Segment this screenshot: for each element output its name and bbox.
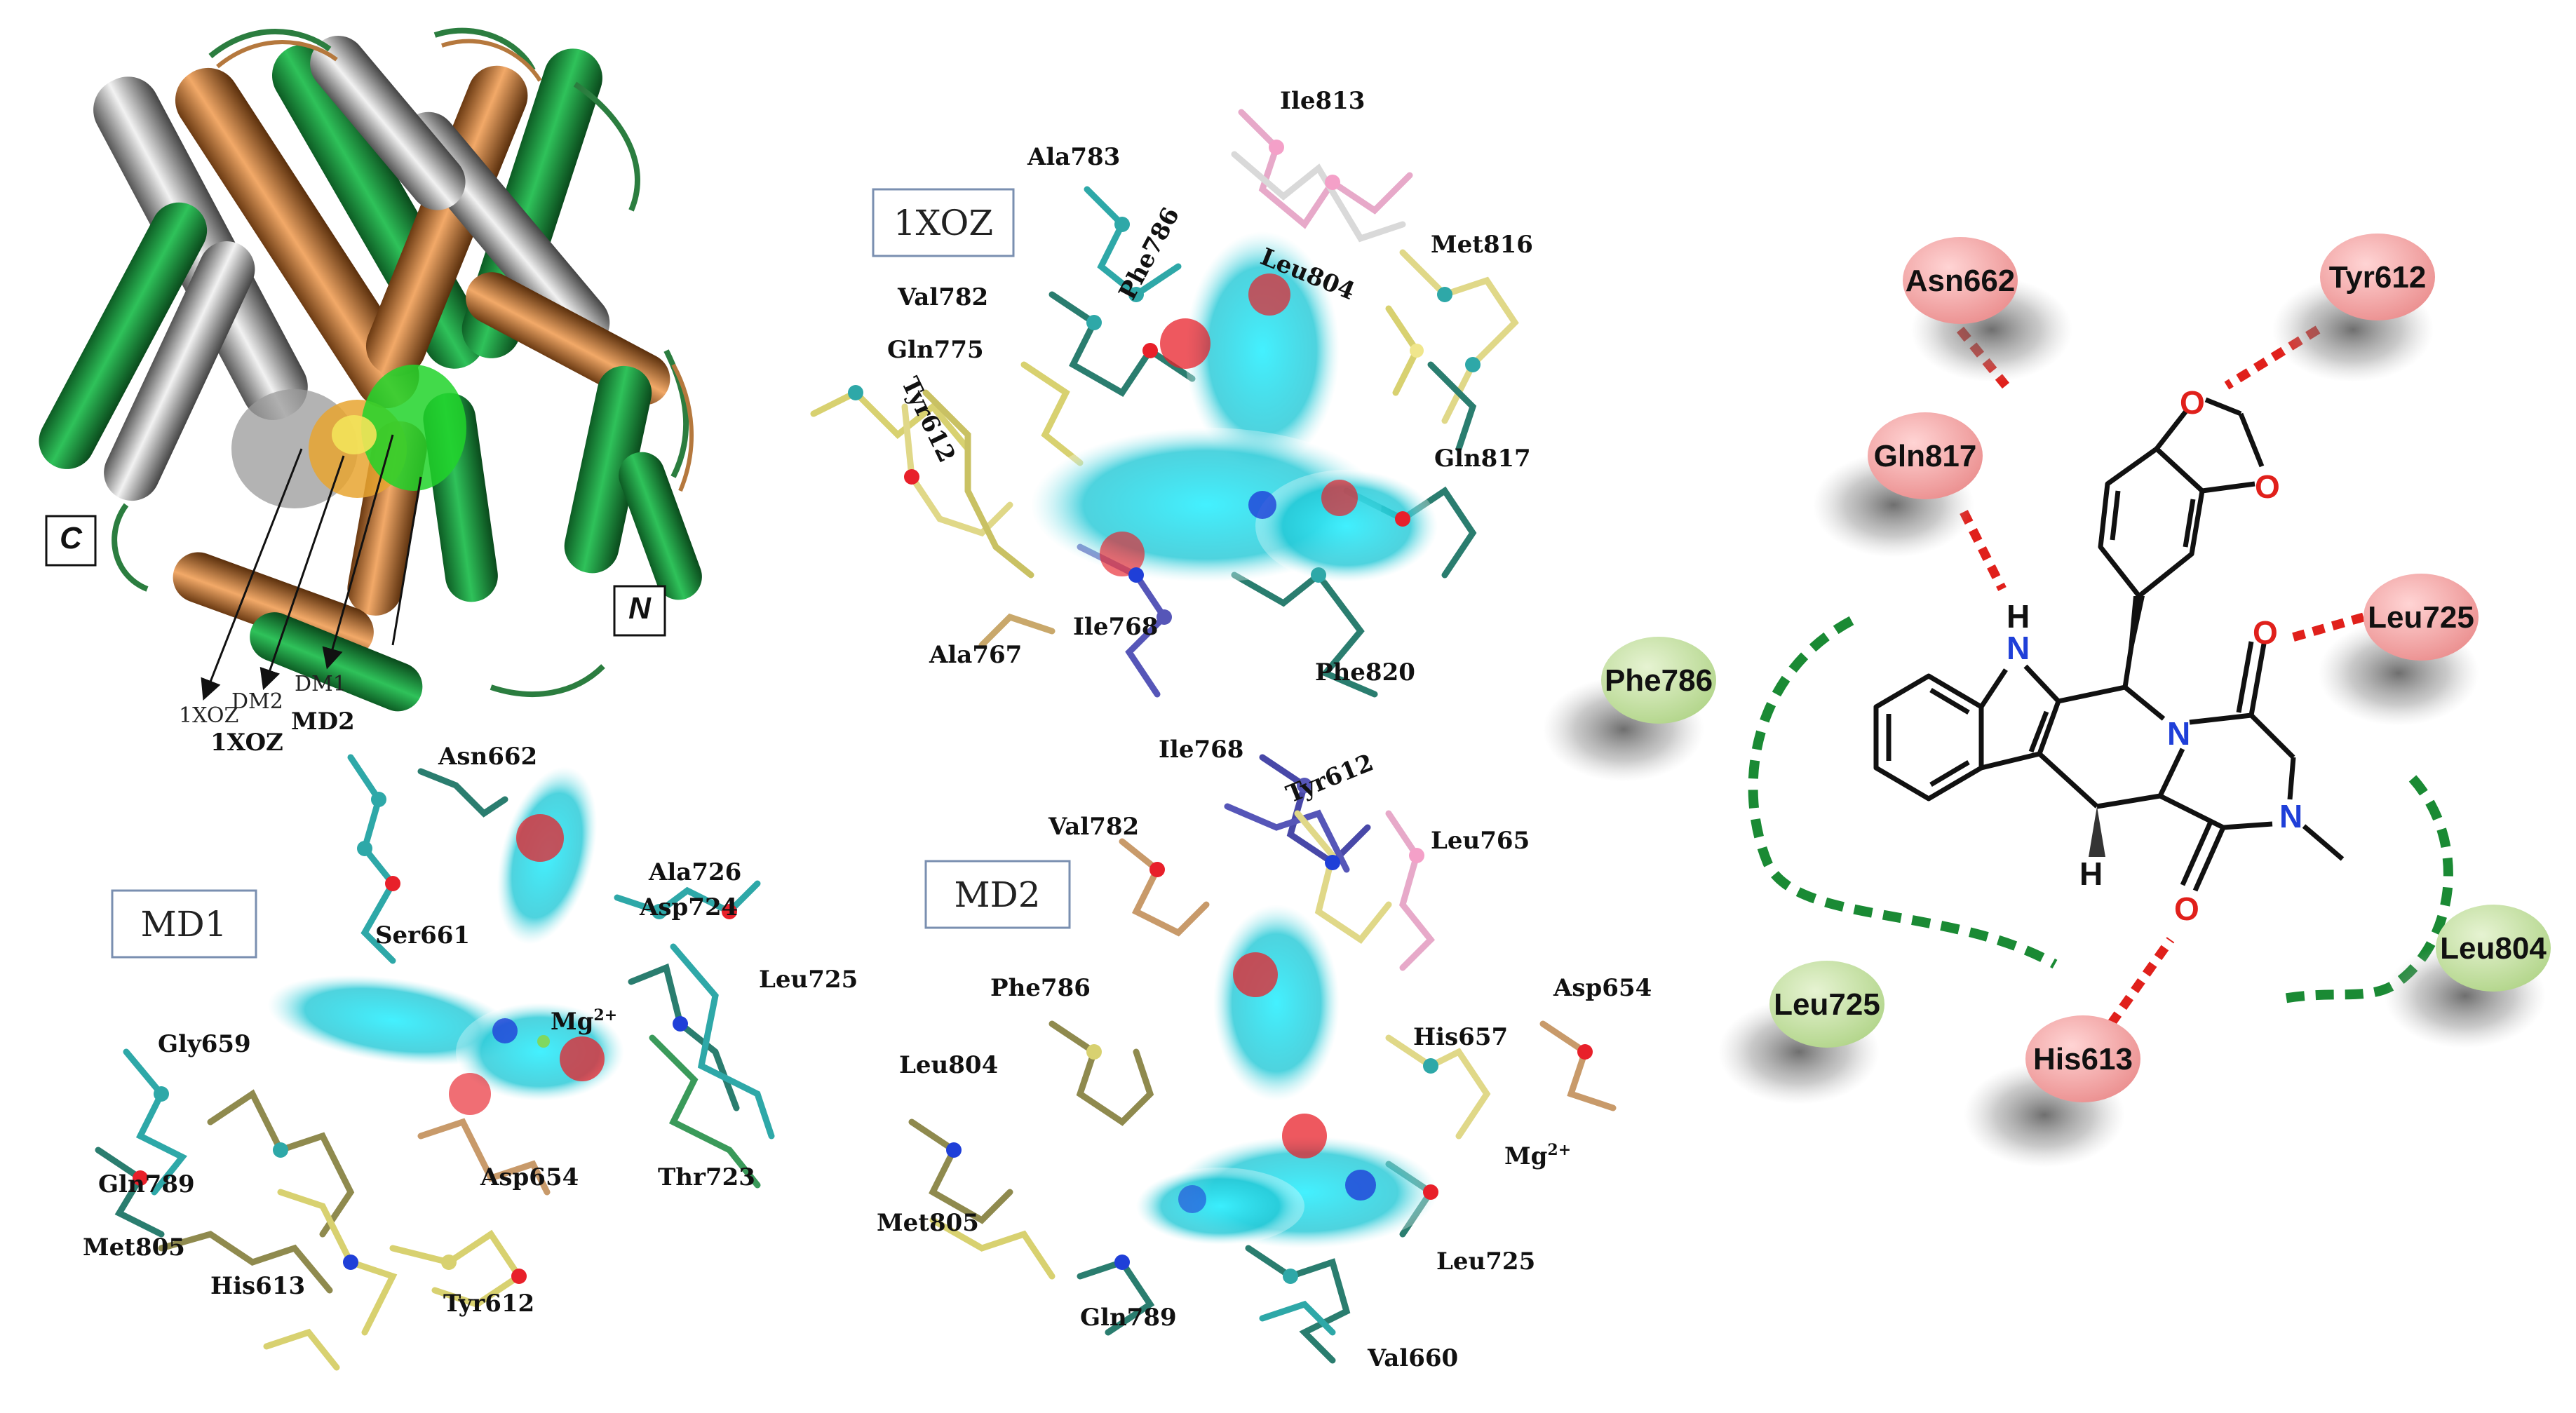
ligand-binding-site bbox=[231, 365, 466, 508]
svg-text:Asn662: Asn662 bbox=[1906, 264, 2016, 298]
mg-ion-label: Mg2+ bbox=[551, 1006, 617, 1036]
svg-text:Phe786: Phe786 bbox=[1605, 663, 1713, 698]
svg-text:Tyr612: Tyr612 bbox=[2329, 260, 2427, 295]
svg-text:MD2: MD2 bbox=[954, 874, 1040, 915]
binding-pose-md2-panel: MD2 Ile768 Tyr612 Val782 Leu765 Phe786 A… bbox=[877, 736, 1652, 1372]
ligand-atom-labels: N H N N H O O O O bbox=[2007, 384, 2302, 927]
residue-label: Phe820 bbox=[1315, 658, 1415, 687]
ligand-surface-md1 bbox=[267, 766, 624, 1115]
atom-n-ring: N bbox=[2167, 715, 2190, 752]
svg-text:His613: His613 bbox=[2033, 1042, 2133, 1076]
residue-label: Gln775 bbox=[887, 336, 984, 364]
ligand-surface-1xoz bbox=[1031, 231, 1438, 582]
svg-text:N: N bbox=[628, 591, 652, 626]
binding-site-arrows bbox=[201, 434, 422, 701]
residue-label: Val782 bbox=[1048, 813, 1139, 841]
residue-label: Val660 bbox=[1367, 1344, 1458, 1372]
ligand-surface-md2 bbox=[1136, 905, 1438, 1248]
residue-label: Leu725 bbox=[759, 966, 858, 994]
residue-label: Leu765 bbox=[1431, 827, 1530, 855]
ligand-structure bbox=[1873, 397, 2345, 892]
helix-bundle bbox=[39, 27, 702, 712]
residue-bubble-asn662: Asn662 bbox=[1903, 237, 2072, 382]
hash-wedge-bond bbox=[2089, 806, 2105, 857]
residue-label: Leu804 bbox=[899, 1051, 998, 1079]
hydrogen-bonds bbox=[1956, 325, 2365, 1027]
residue-bubble-phe786: Phe786 bbox=[1543, 637, 1716, 782]
atom-o-carbonyl-2: O bbox=[2174, 891, 2199, 927]
arrow-label-1xoz: 1XOZ bbox=[179, 703, 238, 728]
residue-label: Ala783 bbox=[1027, 143, 1120, 171]
svg-text:Leu725: Leu725 bbox=[2368, 600, 2474, 635]
svg-text:1XOZ: 1XOZ bbox=[893, 203, 993, 243]
atom-o-carbonyl-1: O bbox=[2253, 614, 2278, 651]
residue-label: His657 bbox=[1413, 1023, 1508, 1051]
residue-label: Thr723 bbox=[658, 1163, 755, 1191]
residue-label: Phe786 bbox=[990, 974, 1091, 1002]
interaction-map-panel: N H N N H O O O O Asn662 Tyr612 Gln817 bbox=[1543, 234, 2551, 1168]
atom-n-indole: N bbox=[2007, 630, 2030, 666]
residue-label: Ala767 bbox=[929, 641, 1022, 669]
atom-o-dioxole-2: O bbox=[2255, 468, 2280, 505]
residue-bubble-gln817: Gln817 bbox=[1813, 412, 1983, 557]
panel-title-md1: MD1 bbox=[111, 889, 257, 959]
residue-label: Asp724 bbox=[639, 893, 738, 921]
residue-bubble-leu804: Leu804 bbox=[2385, 905, 2551, 1048]
residue-label: Gln789 bbox=[1080, 1304, 1177, 1332]
binding-pose-md1-panel: MD1 Asn662 Ala726 Asp724 Ser661 Leu725 G… bbox=[83, 743, 858, 1371]
residue-label: Gly659 bbox=[158, 1030, 251, 1058]
residue-label: Gln817 bbox=[1434, 445, 1531, 473]
hydrophobic-contact-arcs bbox=[1748, 616, 2453, 1004]
mg-ion-label: Mg2+ bbox=[1504, 1141, 1571, 1170]
svg-text:Gln817: Gln817 bbox=[1874, 439, 1977, 473]
residue-label: Asp654 bbox=[1553, 974, 1652, 1002]
residue-label: Tyr612 bbox=[443, 1290, 534, 1318]
svg-text:C: C bbox=[60, 521, 83, 555]
svg-text:MD1: MD1 bbox=[140, 904, 227, 945]
residue-bubble-his613: His613 bbox=[1964, 1015, 2140, 1168]
sticks-md2 bbox=[908, 754, 1617, 1364]
wedge-bond bbox=[2125, 596, 2145, 687]
arrow-label-dm1: DM1 bbox=[295, 672, 346, 696]
atom-h-stereo: H bbox=[2079, 856, 2103, 892]
arrow-label-1xoz-bold: 1XOZ bbox=[210, 729, 283, 757]
protein-superposition-panel: C N 1XOZ DM2 DM1 MD2 1XOZ bbox=[39, 27, 702, 757]
residue-label: Asp654 bbox=[480, 1163, 579, 1191]
atom-o-dioxole-1: O bbox=[2180, 384, 2205, 421]
residue-label: Ser661 bbox=[375, 921, 470, 949]
residue-bubble-tyr612: Tyr612 bbox=[2272, 234, 2435, 382]
residue-label: Ile768 bbox=[1073, 613, 1158, 641]
atom-n-methyl: N bbox=[2279, 798, 2302, 834]
arrow-label-dm2: DM2 bbox=[231, 689, 283, 714]
binding-pose-1xoz-panel: 1XOZ Ile813 Ala783 Met816 Leu804 Phe786 … bbox=[810, 87, 1533, 698]
residue-label: Met805 bbox=[83, 1233, 185, 1262]
residue-label: Met816 bbox=[1431, 231, 1533, 259]
panel-title-md2: MD2 bbox=[924, 860, 1071, 929]
residue-label: Ile813 bbox=[1280, 87, 1365, 115]
arrow-label-md2: MD2 bbox=[291, 708, 355, 736]
atom-h-indole: H bbox=[2007, 598, 2030, 635]
residue-label: Leu725 bbox=[1436, 1248, 1535, 1276]
atoms-1xoz bbox=[848, 140, 1481, 625]
chain-n-label: N bbox=[613, 585, 666, 637]
svg-text:Leu804: Leu804 bbox=[2440, 931, 2547, 966]
residue-label: Met805 bbox=[877, 1209, 979, 1237]
residue-label: Val782 bbox=[897, 283, 988, 311]
panel-title-1xoz: 1XOZ bbox=[872, 188, 1015, 257]
sticks-md1 bbox=[95, 754, 775, 1371]
residue-label: Tyr612 bbox=[1282, 748, 1377, 809]
residue-labels-md1: Asn662 Ala726 Asp724 Ser661 Leu725 Gly65… bbox=[83, 743, 858, 1318]
chain-c-label: C bbox=[45, 515, 97, 567]
residue-bubble-leu725-hydrophobic: Leu725 bbox=[1718, 961, 1884, 1104]
svg-text:Leu725: Leu725 bbox=[1774, 987, 1880, 1022]
residue-label: His613 bbox=[210, 1272, 305, 1300]
residue-label: Asn662 bbox=[438, 743, 537, 771]
atoms-md1 bbox=[133, 792, 737, 1284]
residue-label: Ala726 bbox=[648, 858, 741, 886]
residue-label: Gln789 bbox=[98, 1170, 195, 1198]
atoms-md2 bbox=[946, 778, 1593, 1284]
residue-label: Ile768 bbox=[1159, 736, 1243, 764]
residue-bubble-leu725-hbond: Leu725 bbox=[2318, 574, 2479, 726]
